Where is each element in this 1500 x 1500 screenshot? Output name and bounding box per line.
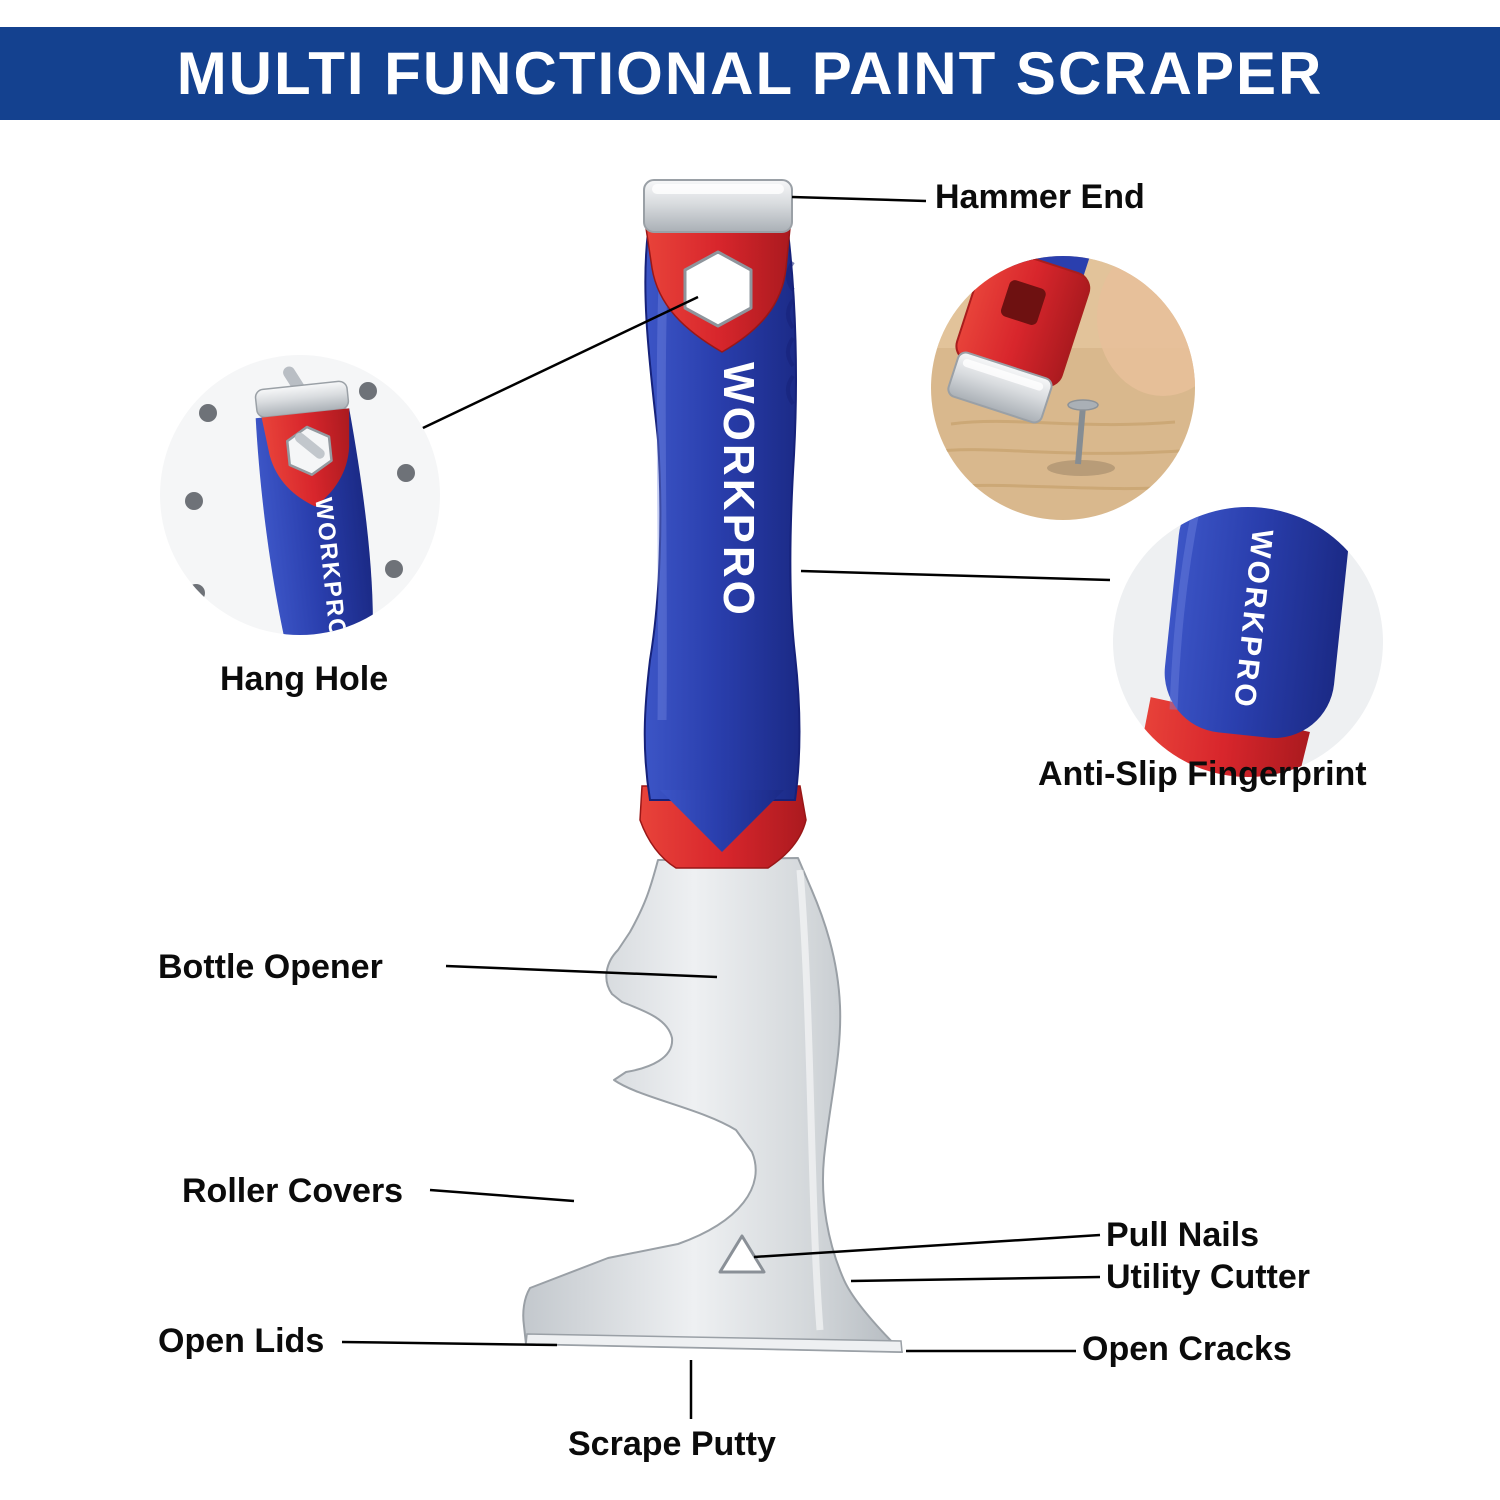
- inset-anti-slip-scene: WORKPRO: [1113, 507, 1383, 777]
- inset-hang-hole-photo: WORKPRO: [160, 355, 440, 635]
- callout-label-open-cracks: Open Cracks: [1082, 1330, 1292, 1368]
- callout-line-hammer-end: [791, 195, 927, 203]
- callout-line-pull-nails: [753, 1233, 1101, 1259]
- grip-ripples: [786, 260, 795, 406]
- inset-hammer-face: [947, 351, 1053, 424]
- callout-lines: [341, 195, 1111, 1419]
- inset-hammer-use-photo: [931, 256, 1195, 520]
- blade-body: [522, 857, 903, 1353]
- inset-hammer-tool: [947, 256, 1093, 424]
- inset-blue-handle: [1164, 507, 1349, 738]
- callout-label-hammer-end: Hammer End: [935, 178, 1145, 216]
- hook-through-hole: [294, 432, 325, 459]
- callout-label-roller-covers: Roller Covers: [182, 1172, 404, 1210]
- banner-title: MULTI FUNCTIONAL PAINT SCRAPER: [176, 40, 1324, 107]
- callout-label-anti-slip-fingerprint: Anti-Slip Fingerprint: [1038, 755, 1367, 793]
- nail: [1047, 399, 1115, 476]
- callout-line-open-lids: [341, 1340, 558, 1347]
- blade-bevel-edge: [525, 1333, 903, 1353]
- callout-line-roller-covers: [429, 1188, 575, 1203]
- pull-nails-hole: [718, 1234, 766, 1274]
- callout-label-open-lids: Open Lids: [158, 1322, 325, 1360]
- inset-anti-slip-photo: WORKPRO: [1113, 507, 1383, 777]
- hanging-tool: WORKPRO: [254, 366, 373, 635]
- inset-grip-tool: WORKPRO: [1133, 507, 1349, 777]
- blade-sheen: [796, 869, 824, 1331]
- hang-hole: [683, 250, 753, 328]
- hammer-end-cap: [643, 179, 793, 233]
- handle-body: [643, 231, 801, 801]
- callout-label-scrape-putty: Scrape Putty: [568, 1425, 776, 1463]
- scraper-handle: [643, 231, 801, 852]
- handle-top-section: [645, 227, 791, 353]
- blade: [522, 857, 903, 1353]
- workpro-logo-text: WORKPRO: [714, 362, 763, 618]
- callout-label-bottle-opener: Bottle Opener: [158, 948, 383, 986]
- callout-line-bottle-opener: [445, 964, 718, 979]
- inset-hammer-scene: [931, 256, 1195, 520]
- handle-sheen: [656, 259, 669, 721]
- inset-hang-hole-scene: WORKPRO: [160, 355, 440, 635]
- callout-label-hang-hole: Hang Hole: [220, 660, 389, 698]
- callout-line-hang-hole: [403, 295, 699, 439]
- callout-label-utility-cutter: Utility Cutter: [1106, 1258, 1310, 1296]
- banner: MULTI FUNCTIONAL PAINT SCRAPER: [0, 27, 1500, 120]
- callout-label-pull-nails: Pull Nails: [1106, 1216, 1260, 1254]
- inset-cap: [254, 380, 350, 419]
- callout-line-anti-slip: [800, 569, 1111, 582]
- handle-bottom-v: [660, 790, 784, 852]
- callout-line-utility-cutter: [850, 1275, 1101, 1283]
- inset-square-hole: [1000, 280, 1046, 325]
